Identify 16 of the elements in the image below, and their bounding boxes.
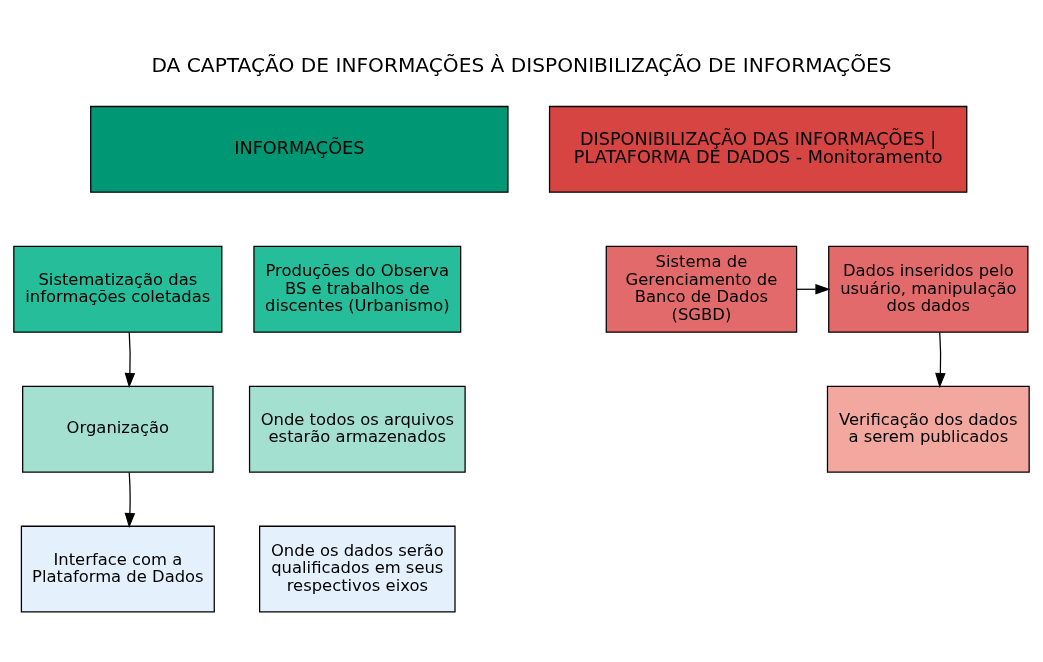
node-box: Verificação dos dados a serem publicados xyxy=(826,385,1030,473)
node-box: DISPONIBILIZAÇÃO DAS INFORMAÇÕES | PLATAFORMA DE DADOS - Monitoramento xyxy=(548,105,968,193)
node-box: Onde todos os arquivos estarão armazenados xyxy=(248,385,466,473)
arrow xyxy=(124,471,136,528)
arrow xyxy=(124,331,136,388)
diagram-title: DA CAPTAÇÃO DE INFORMAÇÕES À DISPONIBILIZAÇÃO DE INFORMAÇÕES xyxy=(151,52,892,77)
node-box: Sistema de Gerenciamento de Banco de Dados (SGBD) xyxy=(605,245,798,333)
node-box: Organização xyxy=(22,385,214,473)
node-box: Sistematização das informações coletadas xyxy=(13,245,223,333)
arrow xyxy=(935,331,946,388)
arrow xyxy=(796,283,831,295)
node-box: Produções do Observa BS e trabalhos de discentes (Urbanismo) xyxy=(253,245,462,333)
node-box: Interface com a Plataforma de Dados xyxy=(20,525,215,613)
node-box: Onde os dados serão qualificados em seus respectivos eixos xyxy=(259,525,456,613)
node-box: Dados inseridos pelo usuário, manipulação dos dados xyxy=(828,245,1029,333)
node-box: INFORMAÇÕES xyxy=(90,105,509,193)
